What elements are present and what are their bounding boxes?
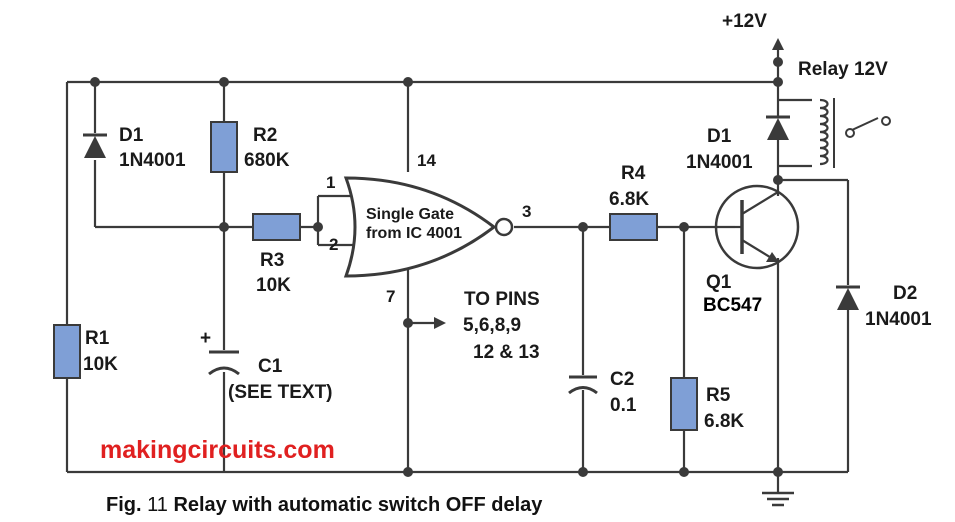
junction-dots [90, 57, 783, 477]
r2-name: R2 [253, 125, 277, 146]
d1-right-value: 1N4001 [686, 152, 753, 173]
caption-prefix: Fig. [106, 494, 142, 516]
relay-switch-icon [845, 116, 891, 138]
transistor-q1 [714, 184, 800, 270]
r5-name: R5 [706, 385, 731, 406]
capacitor-c1 [208, 350, 240, 376]
d1-left-value: 1N4001 [119, 150, 186, 171]
r3-name: R3 [260, 250, 284, 271]
resistor-r4 [609, 213, 658, 241]
ground-icon [762, 491, 794, 507]
r5-value: 6.8K [704, 411, 744, 432]
relay-label: Relay 12V [798, 59, 888, 80]
supply-arrow-icon [772, 38, 784, 50]
d2-name: D2 [893, 283, 917, 304]
diode-d1-left [83, 133, 107, 158]
q1-value: BC547 [703, 295, 762, 316]
r4-value: 6.8K [609, 189, 649, 210]
d1-left-name: D1 [119, 125, 144, 146]
diode-d2 [836, 285, 860, 310]
d1-right-name: D1 [707, 126, 732, 147]
q1-name: Q1 [706, 272, 732, 293]
watermark: makingcircuits.com [100, 436, 335, 464]
c1-polarity: + [200, 328, 211, 349]
supply-label: +12V [722, 11, 767, 32]
r2-value: 680K [244, 150, 290, 171]
gate-label-line2: from IC 4001 [366, 225, 462, 242]
diode-d1-right [766, 115, 790, 140]
gate-pin-2: 2 [329, 235, 338, 254]
caption-number: 11 [147, 494, 168, 516]
c2-name: C2 [610, 369, 634, 390]
relay-coil [812, 96, 835, 170]
to-pins-line1: TO PINS [464, 289, 540, 310]
capacitor-c2 [568, 375, 598, 395]
r4-name: R4 [621, 163, 646, 184]
c1-value: (SEE TEXT) [228, 382, 333, 403]
gate-pin-7: 7 [386, 287, 395, 306]
to-pins-line3: 12 & 13 [473, 342, 540, 363]
resistor-r1 [53, 324, 81, 379]
r1-value: 10K [83, 354, 118, 375]
resistor-r5 [670, 377, 698, 431]
d2-value: 1N4001 [865, 309, 932, 330]
c1-name: C1 [258, 356, 283, 377]
r3-value: 10K [256, 275, 291, 296]
c2-value: 0.1 [610, 395, 637, 416]
gate-label-line1: Single Gate [366, 206, 454, 223]
to-pins-line2: 5,6,8,9 [463, 315, 521, 336]
r1-name: R1 [85, 328, 110, 349]
nor-gate [343, 176, 514, 278]
caption-text: Relay with automatic switch OFF delay [173, 494, 543, 516]
figure-caption: Fig. 11 Relay with automatic switch OFF … [106, 494, 543, 516]
gate-pin-3: 3 [522, 202, 531, 221]
gate-pin-14: 14 [417, 151, 436, 170]
resistor-r3 [252, 213, 301, 241]
gate-pin-1: 1 [326, 173, 335, 192]
resistor-r2 [210, 121, 238, 173]
